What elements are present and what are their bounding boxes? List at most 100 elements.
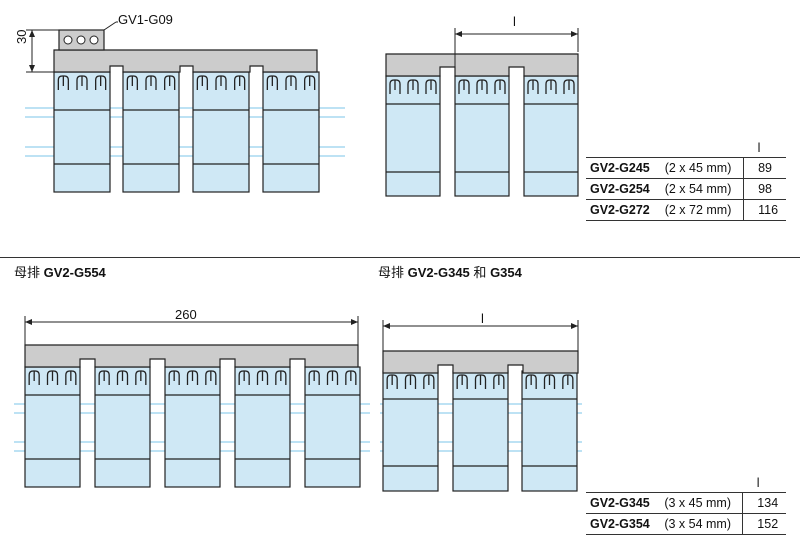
arrow-head [571, 323, 578, 329]
terminal-clamp [476, 79, 488, 94]
terminal-clamp [164, 75, 176, 90]
table-2pole: l GV2-G245 (2 x 45 mm) 89 GV2-G254 (2 x … [586, 139, 786, 221]
cover-hole [89, 35, 99, 45]
terminal-clamp [423, 374, 435, 389]
cover-label: GV1-G09 [118, 12, 173, 27]
breaker-body [122, 71, 180, 193]
table-row: GV2-G345 (3 x 45 mm) 134 [586, 492, 786, 514]
breaker-body [192, 71, 250, 193]
row-value: 98 [743, 178, 786, 200]
terminal-clamp [545, 79, 557, 94]
caption-right-prefix: 母排 [378, 265, 405, 280]
bottom-left-width-label: 260 [175, 307, 197, 322]
terminal-clamp [98, 370, 110, 385]
row-value: 134 [742, 492, 786, 514]
cover-hole [76, 35, 86, 45]
arrow-head [25, 319, 32, 325]
caption-left: 母排 GV2-G554 [14, 262, 106, 281]
terminal-clamp [238, 370, 250, 385]
terminal-clamp [345, 370, 357, 385]
breaker-body [164, 366, 221, 488]
terminal-clamp [65, 370, 77, 385]
row-value: 116 [743, 199, 786, 221]
terminal-clamp [196, 75, 208, 90]
section-divider [0, 257, 800, 258]
caption-right: 母排 GV2-G345 和 G354 [378, 262, 522, 281]
table-row: GV2-G354 (3 x 54 mm) 152 [586, 513, 786, 535]
terminal-clamp [28, 370, 40, 385]
caption-right-code1: GV2-G345 [407, 265, 470, 280]
leader-line [103, 21, 117, 31]
breaker-body [53, 71, 111, 193]
busbar [24, 344, 359, 368]
terminal-clamp [205, 370, 217, 385]
arrow-head [29, 30, 35, 37]
table-row: GV2-G245 (2 x 45 mm) 89 [586, 157, 786, 179]
terminal-clamp [563, 79, 575, 94]
terminal-clamp [135, 370, 147, 385]
terminal-clamp [256, 370, 269, 385]
terminal-clamp [126, 75, 138, 90]
table-header-l: l [742, 474, 786, 493]
terminal-clamp [308, 370, 320, 385]
terminal-clamp [46, 370, 59, 385]
breaker-body [452, 370, 509, 492]
arrow-head [455, 31, 462, 37]
terminal-clamp [168, 370, 180, 385]
table-row: GV2-G254 (2 x 54 mm) 98 [586, 178, 786, 200]
arrow-head [29, 65, 35, 72]
table-header-row: l [586, 474, 786, 493]
row-code: GV2-G272 [590, 203, 650, 217]
terminal-clamp [116, 370, 129, 385]
row-size: (2 x 45 mm) [660, 157, 744, 179]
terminal-clamp [525, 374, 537, 389]
breaker-body [385, 75, 441, 197]
row-code: GV2-G354 [590, 517, 650, 531]
breaker-body [382, 370, 439, 492]
dimension-lines [24, 21, 579, 351]
row-value: 89 [743, 157, 786, 179]
busbar-group [24, 29, 579, 374]
breaker-body [234, 366, 291, 488]
cover-hole [63, 35, 73, 45]
table-3pole: l GV2-G345 (3 x 45 mm) 134 GV2-G354 (3 x… [586, 474, 786, 535]
busbar [53, 49, 318, 73]
terminal-clamp [145, 75, 157, 90]
terminal-clamp [386, 374, 398, 389]
breaker-body [262, 71, 320, 193]
caption-left-code: GV2-G554 [43, 265, 106, 280]
table-header-l: l [743, 139, 786, 158]
breaker-body [521, 370, 578, 492]
terminal-clamp [543, 374, 556, 389]
row-code: GV2-G345 [590, 496, 650, 510]
top-right-width-label: l [513, 14, 516, 29]
terminal-clamp [57, 75, 69, 90]
terminal-clamp [458, 79, 470, 94]
terminal-clamp [215, 75, 227, 90]
terminal-clamp [76, 75, 88, 90]
busbar [382, 350, 579, 374]
row-code: GV2-G254 [590, 182, 650, 196]
terminal-clamp [275, 370, 287, 385]
terminal-clamp [474, 374, 487, 389]
caption-right-and: 和 [473, 265, 487, 280]
terminal-clamp [407, 79, 419, 94]
breaker-body [24, 366, 81, 488]
busbar [385, 53, 579, 77]
breaker-body [523, 75, 579, 197]
height-dimension-label: 30 [14, 29, 29, 44]
table-row: GV2-G272 (2 x 72 mm) 116 [586, 199, 786, 221]
breaker-body [454, 75, 510, 197]
terminal-clamp [527, 79, 539, 94]
terminal-clamp [456, 374, 468, 389]
terminal-clamp [425, 79, 437, 94]
terminal-clamp [234, 75, 246, 90]
caption-left-prefix: 母排 [14, 265, 41, 280]
table-header-row: l [586, 139, 786, 158]
arrow-head [383, 323, 390, 329]
terminal-clamp [562, 374, 574, 389]
row-size: (3 x 54 mm) [660, 513, 743, 535]
terminal-clamp [304, 75, 316, 90]
terminal-clamp [186, 370, 199, 385]
arrow-head [571, 31, 578, 37]
